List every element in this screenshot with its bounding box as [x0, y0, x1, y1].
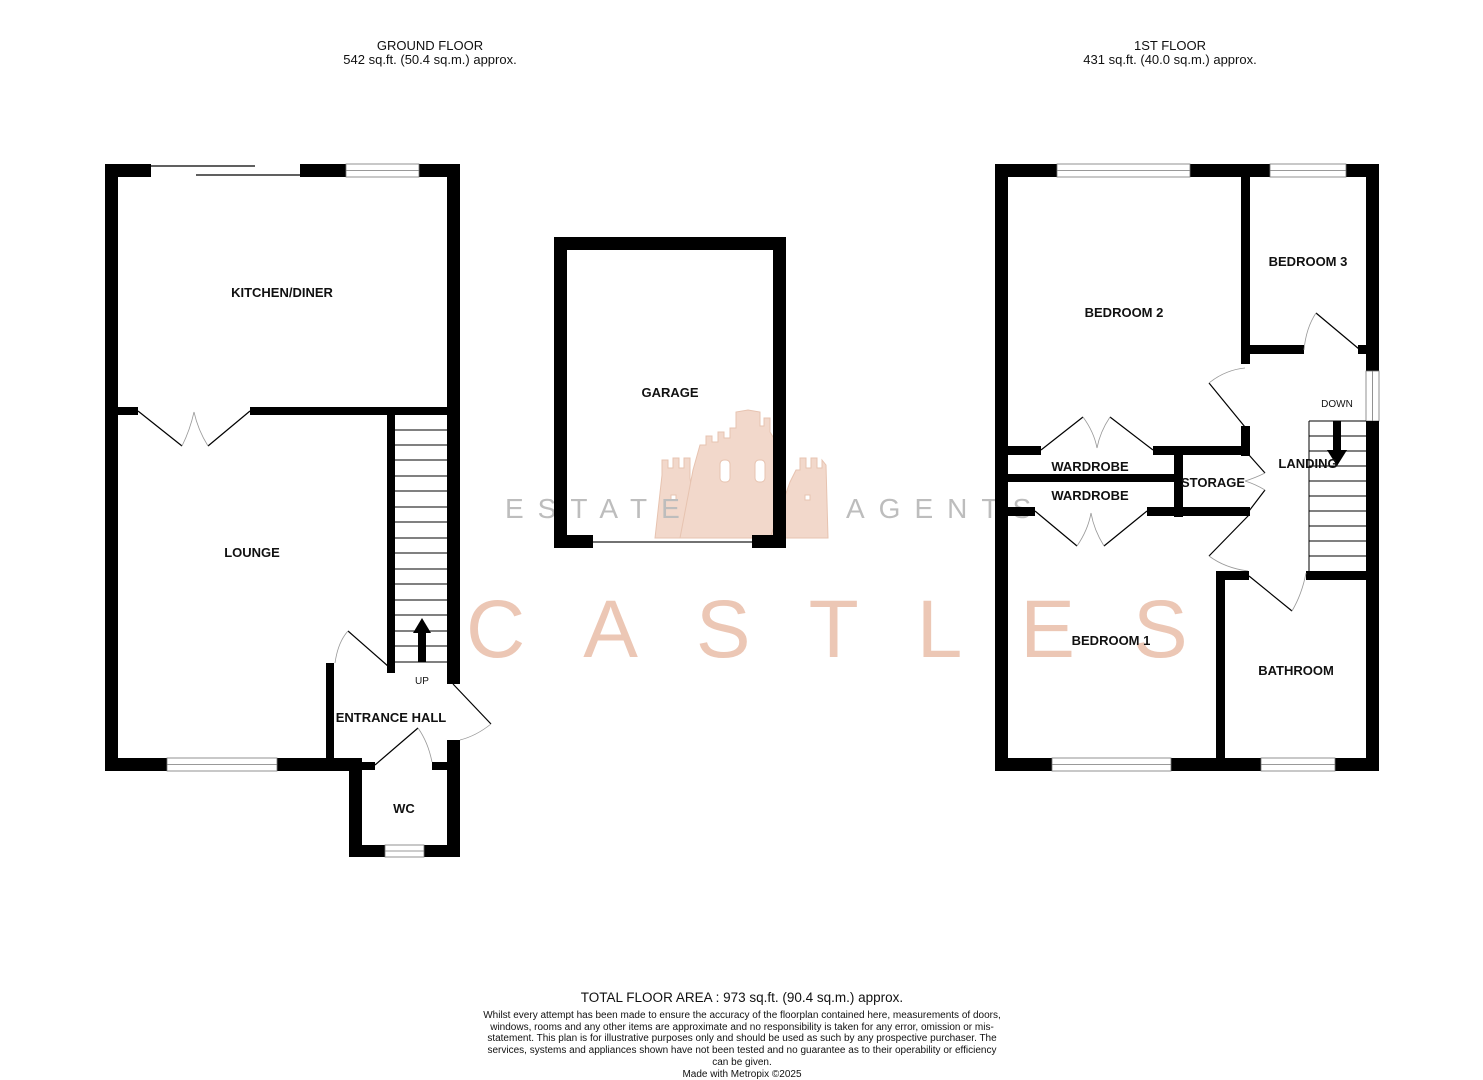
- window: [1056, 163, 1347, 178]
- room-label-bedroom-3: BEDROOM 3: [1269, 254, 1348, 269]
- first-floor-title: 1ST FLOOR: [1133, 38, 1206, 53]
- garage-plan: GARAGE: [554, 237, 786, 548]
- room-label-bedroom-2: BEDROOM 2: [1085, 305, 1164, 320]
- door: [1248, 572, 1307, 612]
- room-label-bedroom-1: BEDROOM 1: [1072, 633, 1151, 648]
- front-door: [452, 683, 492, 741]
- room-label-entrance-hall: ENTRANCE HALL: [336, 710, 447, 725]
- room-label-storage: STORAGE: [1181, 475, 1245, 490]
- ground-floor-header: GROUND FLOOR 542 sq.ft. (50.4 sq.m.) app…: [300, 39, 560, 67]
- arrow-down-icon: [1327, 421, 1347, 466]
- watermark-brand: CASTLES: [466, 584, 1246, 675]
- staircase: [395, 429, 447, 663]
- window: [166, 757, 278, 772]
- room-label-wardrobe-lower: WARDROBE: [1051, 488, 1129, 503]
- first-floor-header: 1ST FLOOR 431 sq.ft. (40.0 sq.m.) approx…: [1040, 39, 1300, 67]
- window: [1365, 370, 1380, 422]
- ground-floor-title: GROUND FLOOR: [376, 38, 484, 53]
- room-label-lounge: LOUNGE: [224, 545, 280, 560]
- double-door: [137, 410, 251, 447]
- window: [345, 163, 420, 178]
- total-floor-area: TOTAL FLOOR AREA : 973 sq.ft. (90.4 sq.m…: [580, 990, 904, 1005]
- footer: TOTAL FLOOR AREA : 973 sq.ft. (90.4 sq.m…: [480, 989, 1004, 1080]
- window: [1051, 757, 1336, 772]
- door: [1208, 367, 1246, 428]
- door: [374, 727, 433, 766]
- first-floor-plan: DOWN BEDROOM 2 BEDROOM 3 WARDROBE WARDRO…: [995, 163, 1380, 772]
- room-label-wardrobe-upper: WARDROBE: [1051, 459, 1129, 474]
- room-label-landing: LANDING: [1278, 456, 1337, 471]
- watermark-tagline-left: ESTATE: [505, 493, 694, 524]
- door: [1303, 312, 1360, 351]
- ground-floor-plan: UP: [105, 163, 492, 858]
- double-door: [1040, 416, 1154, 451]
- stairs-down-label: DOWN: [1321, 399, 1353, 410]
- door: [334, 630, 390, 668]
- room-label-kitchen-diner: KITCHEN/DINER: [231, 285, 333, 300]
- credit-text: Made with Metropix ©2025: [682, 1068, 802, 1080]
- window: [384, 844, 425, 858]
- first-floor-area: 431 sq.ft. (40.0 sq.m.) approx.: [1083, 52, 1257, 67]
- ground-floor-area: 542 sq.ft. (50.4 sq.m.) approx.: [343, 52, 517, 67]
- arrow-up-icon: [413, 618, 431, 662]
- room-label-garage: GARAGE: [641, 385, 698, 400]
- room-label-bathroom: BATHROOM: [1258, 663, 1334, 678]
- disclaimer-text: Whilst every attempt has been made to en…: [483, 1010, 1001, 1068]
- double-door: [1244, 454, 1266, 512]
- room-label-wc: WC: [393, 801, 415, 816]
- stairs-up-label: UP: [415, 676, 429, 687]
- double-door: [1034, 510, 1148, 547]
- door: [1208, 514, 1250, 572]
